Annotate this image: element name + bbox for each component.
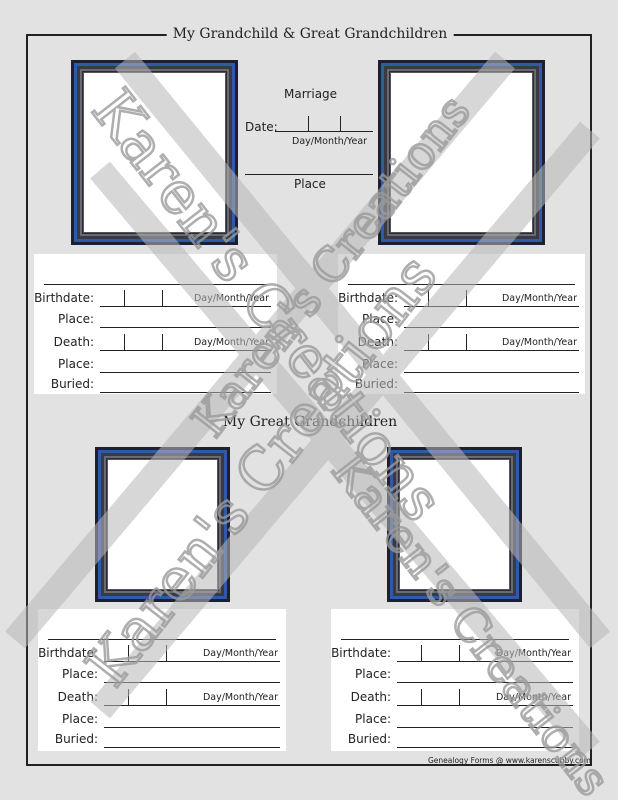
page-title: My Grandchild & Great Grandchildren	[166, 26, 454, 42]
date-format-label: Day/Month/Year	[193, 293, 269, 304]
date-divider	[166, 645, 167, 661]
field-label: Place:	[58, 357, 94, 371]
footer-credit: Genealogy Forms @ www.karenscubby.com	[428, 756, 591, 765]
photo-frame-top-right[interactable]	[378, 60, 545, 245]
date-line[interactable]	[104, 661, 280, 662]
date-format-label: Day/Month/Year	[495, 648, 571, 659]
date-divider	[128, 645, 129, 661]
answer-line[interactable]	[397, 747, 573, 748]
name-line[interactable]	[44, 284, 267, 285]
field-label: Place:	[62, 712, 98, 726]
field-label: Death:	[350, 690, 391, 704]
date-format-label: Day/Month/Year	[501, 293, 577, 304]
date-format-label: Day/Month/Year	[202, 692, 278, 703]
field-label: Death:	[53, 335, 94, 349]
field-label: Buried:	[347, 732, 391, 746]
field-label: Buried:	[354, 377, 398, 391]
date-line[interactable]	[397, 661, 573, 662]
field-label: Place:	[362, 312, 398, 326]
photo-frame-bottom-right[interactable]	[387, 447, 522, 602]
name-line[interactable]	[48, 639, 276, 640]
date-format-label: Day/Month/Year	[202, 648, 278, 659]
photo-area	[107, 459, 218, 590]
date-line[interactable]	[104, 705, 280, 706]
date-line[interactable]	[100, 306, 271, 307]
marriage-date-line[interactable]	[275, 131, 373, 132]
date-divider	[124, 334, 125, 350]
marriage-date-format: Day/Month/Year	[292, 136, 368, 147]
field-label: Buried:	[50, 377, 94, 391]
date-divider	[466, 290, 467, 306]
field-label: Birthdate:	[38, 646, 98, 660]
answer-line[interactable]	[404, 392, 579, 393]
marriage-heading: Marriage	[284, 87, 338, 101]
date-divider	[421, 689, 422, 705]
date-format-label: Day/Month/Year	[495, 692, 571, 703]
date-divider	[162, 290, 163, 306]
answer-line[interactable]	[404, 372, 579, 373]
answer-line[interactable]	[397, 682, 573, 683]
answer-line[interactable]	[100, 372, 271, 373]
field-label: Place:	[62, 667, 98, 681]
field-label: Death:	[57, 690, 98, 704]
field-label: Death:	[357, 335, 398, 349]
date-divider	[166, 689, 167, 705]
answer-line[interactable]	[397, 727, 573, 728]
date-divider	[428, 334, 429, 350]
answer-line[interactable]	[104, 747, 280, 748]
answer-line[interactable]	[104, 682, 280, 683]
field-label: Buried:	[54, 732, 98, 746]
photo-area	[399, 459, 510, 590]
field-label: Birthdate:	[331, 646, 391, 660]
date-divider	[162, 334, 163, 350]
date-divider	[459, 689, 460, 705]
date-divider	[428, 290, 429, 306]
answer-line[interactable]	[104, 727, 280, 728]
name-line[interactable]	[341, 639, 569, 640]
field-label: Place:	[362, 357, 398, 371]
field-label: Place:	[355, 712, 391, 726]
field-label: Birthdate:	[34, 291, 94, 305]
date-divider	[308, 116, 309, 131]
date-line[interactable]	[404, 306, 579, 307]
section-title: My Great Grandchildren	[216, 414, 404, 430]
date-line[interactable]	[100, 350, 271, 351]
photo-frame-top-left[interactable]	[71, 60, 238, 245]
date-divider	[128, 689, 129, 705]
date-line[interactable]	[404, 350, 579, 351]
field-label: Place:	[58, 312, 94, 326]
date-divider	[340, 116, 341, 131]
date-divider	[466, 334, 467, 350]
field-label: Place:	[355, 667, 391, 681]
date-divider	[459, 645, 460, 661]
answer-line[interactable]	[100, 392, 271, 393]
marriage-place-line[interactable]	[245, 174, 373, 175]
field-label: Birthdate:	[338, 291, 398, 305]
date-divider	[421, 645, 422, 661]
marriage-date-label: Date:	[245, 120, 278, 134]
photo-frame-bottom-left[interactable]	[95, 447, 230, 602]
answer-line[interactable]	[404, 327, 579, 328]
name-line[interactable]	[348, 284, 575, 285]
date-divider	[124, 290, 125, 306]
photo-area	[83, 72, 226, 233]
answer-line[interactable]	[100, 327, 271, 328]
marriage-place-label: Place	[294, 177, 326, 191]
date-format-label: Day/Month/Year	[193, 337, 269, 348]
date-format-label: Day/Month/Year	[501, 337, 577, 348]
photo-area	[390, 72, 533, 233]
date-line[interactable]	[397, 705, 573, 706]
